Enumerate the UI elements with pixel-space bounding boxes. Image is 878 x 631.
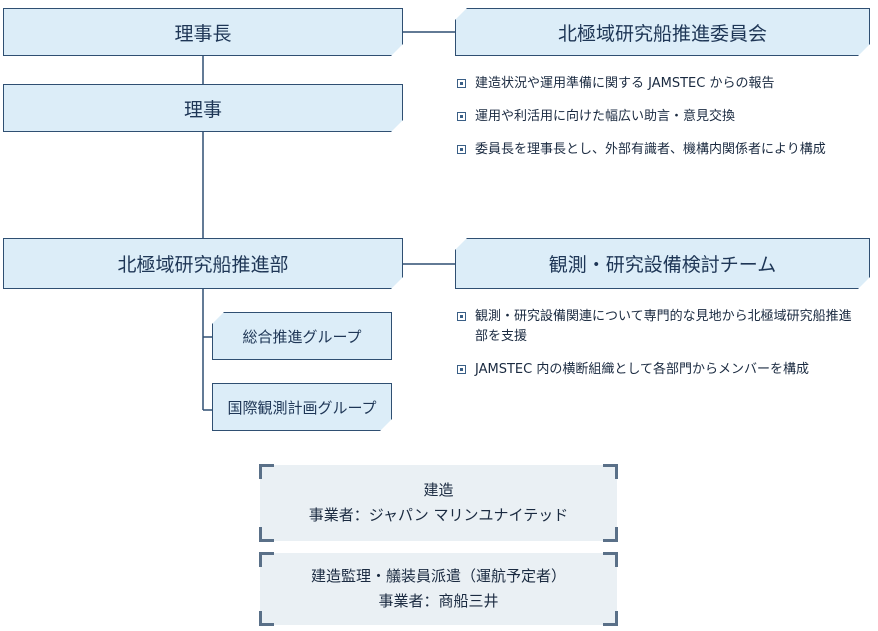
bracket-corner (259, 552, 274, 567)
committee-title: 北極域研究船推進委員会 (557, 22, 767, 45)
bullet-item: 建造状況や運用準備に関する JAMSTEC からの報告 (457, 74, 872, 94)
bracket-corner (603, 464, 618, 479)
team-box: 観測・研究設備検討チーム (455, 238, 870, 289)
bracket-corner (259, 527, 274, 542)
contract-supervision: 建造監理・艤装員派遣（運航予定者） 事業者：商船三井 (259, 552, 618, 626)
director-box: 理事 (3, 84, 403, 132)
group-intl-label: 国際観測計画グループ (227, 398, 377, 417)
checkbox-bullet-icon (457, 79, 466, 88)
chairman-box: 理事長 (3, 8, 403, 56)
bracket-corner (603, 611, 618, 626)
bullet-item: 運用や利活用に向けた幅広い助言・意見交換 (457, 107, 872, 127)
bracket-corner (603, 527, 618, 542)
director-label: 理事 (183, 98, 222, 121)
committee-box: 北極域研究船推進委員会 (455, 8, 870, 56)
department-box: 北極域研究船推進部 (3, 238, 403, 289)
checkbox-bullet-icon (457, 312, 466, 321)
group-general-label: 総合推進グループ (242, 327, 362, 346)
contract-contractor: 事業者：商船三井 (378, 592, 499, 610)
contract-title: 建造 (423, 481, 454, 499)
bullet-item: JAMSTEC 内の横断組織として各部門からメンバーを構成 (457, 360, 867, 380)
bullet-item: 委員長を理事長とし、外部有識者、機構内関係者により構成 (457, 140, 872, 160)
bullet-item: 観測・研究設備関連について専門的な見地から北極域研究船推進部を支援 (457, 307, 867, 347)
team-bullets: 観測・研究設備関連について専門的な見地から北極域研究船推進部を支援 JAMSTE… (457, 307, 867, 393)
team-title: 観測・研究設備検討チーム (548, 254, 777, 276)
checkbox-bullet-icon (457, 112, 466, 121)
committee-bullets: 建造状況や運用準備に関する JAMSTEC からの報告 運用や利活用に向けた幅広… (457, 74, 872, 173)
contract-contractor: 事業者：ジャパン マリンユナイテッド (308, 506, 569, 524)
bracket-corner (259, 464, 274, 479)
chairman-label: 理事長 (174, 22, 232, 45)
group-general-box: 総合推進グループ (212, 312, 392, 360)
bracket-corner (259, 611, 274, 626)
bracket-corner (603, 552, 618, 567)
department-label: 北極域研究船推進部 (117, 254, 289, 276)
group-intl-box: 国際観測計画グループ (212, 383, 392, 431)
checkbox-bullet-icon (457, 145, 466, 154)
checkbox-bullet-icon (457, 365, 466, 374)
contract-construction: 建造 事業者：ジャパン マリンユナイテッド (259, 464, 618, 542)
contract-title: 建造監理・艤装員派遣（運航予定者） (310, 567, 566, 585)
